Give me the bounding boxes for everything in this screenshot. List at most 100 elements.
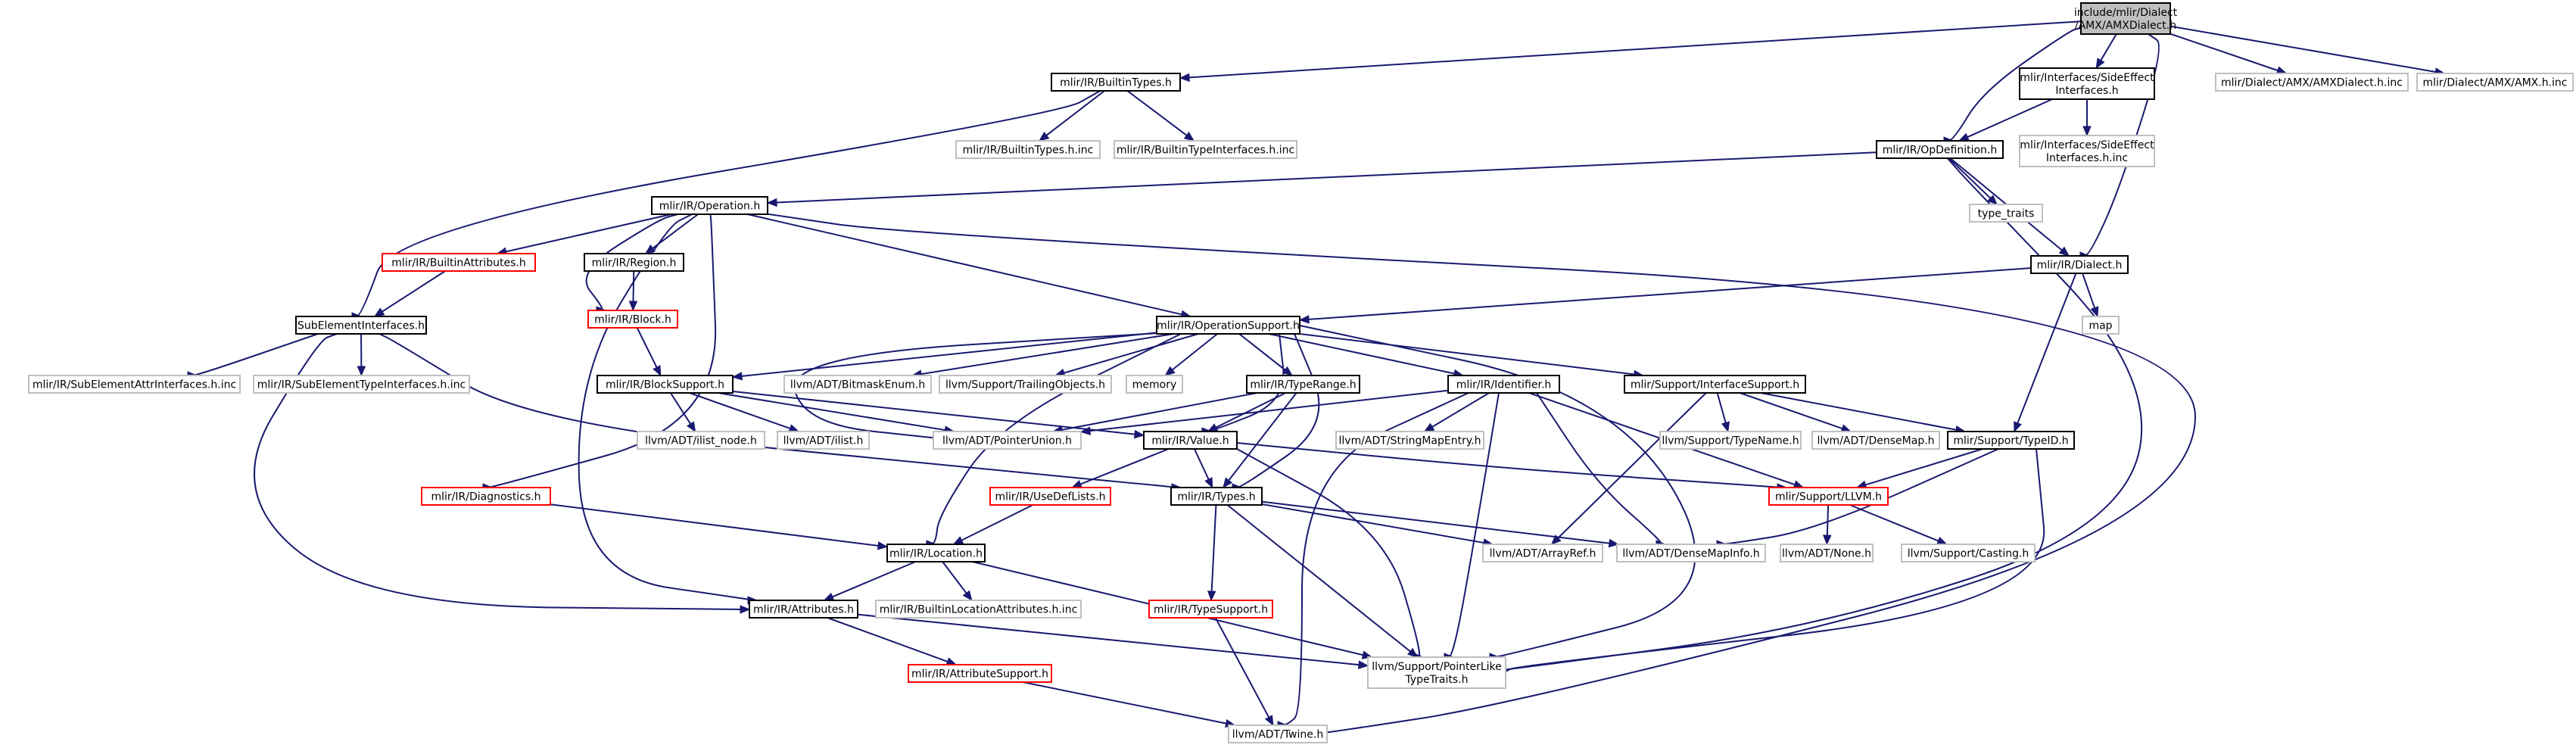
node-label: llvm/ADT/StringMapEntry.h	[1339, 435, 1481, 447]
edge-subelem-to-subtypeinc	[357, 333, 366, 377]
node-label: llvm/ADT/DenseMap.h	[1817, 435, 1934, 447]
node-memory: memory	[1126, 375, 1183, 394]
node-identifier[interactable]: mlir/IR/Identifier.h	[1447, 375, 1560, 394]
arrowhead-icon	[2095, 58, 2105, 70]
node-subelem[interactable]: SubElementInterfaces.h	[295, 316, 427, 335]
edge-root-to-amxdialectinc	[2170, 33, 2288, 75]
arrowhead-icon	[1550, 534, 1562, 545]
node-ilistnode: llvm/ADT/ilist_node.h	[637, 431, 765, 450]
arrowhead-icon	[1133, 429, 1145, 439]
node-box	[1148, 600, 1273, 619]
arrowhead-icon	[2090, 306, 2099, 318]
node-box	[1228, 725, 1328, 743]
edge-line	[961, 504, 1033, 541]
edge-line	[1210, 504, 1217, 592]
node-label: mlir/IR/Block.h	[594, 314, 671, 326]
node-operation[interactable]: mlir/IR/Operation.h	[651, 196, 768, 215]
edge-operation-to-opsupport	[747, 213, 1191, 319]
node-box	[1482, 544, 1603, 562]
node-builtinattrs[interactable]: mlir/IR/BuiltinAttributes.h	[382, 253, 536, 272]
edge-line	[857, 613, 1360, 666]
arrowhead-icon	[1179, 73, 1190, 83]
node-block[interactable]: mlir/IR/Block.h	[587, 310, 678, 329]
node-location[interactable]: mlir/IR/Location.h	[886, 544, 986, 562]
edge-line	[747, 213, 1182, 316]
node-label: mlir/Support/TypeID.h	[1953, 435, 2068, 447]
edge-line	[378, 333, 1178, 488]
node-box	[2416, 73, 2574, 92]
arrowhead-icon	[357, 366, 366, 377]
edge-line	[1717, 448, 1999, 545]
node-box	[2082, 316, 2120, 335]
node-typerange[interactable]: mlir/IR/TypeRange.h	[1246, 375, 1360, 394]
node-region[interactable]: mlir/IR/Region.h	[584, 253, 684, 272]
node-diagnostics[interactable]: mlir/IR/Diagnostics.h	[421, 487, 551, 506]
edge-line	[2170, 33, 2279, 72]
edge-line	[1126, 90, 1188, 136]
node-blocksupport[interactable]: mlir/IR/BlockSupport.h	[596, 375, 734, 394]
node-label: mlir/IR/BuiltinAttributes.h	[391, 257, 525, 270]
node-box	[1780, 544, 1874, 562]
node-box	[1876, 140, 2004, 159]
edge-line	[483, 213, 717, 488]
node-typeid[interactable]: mlir/Support/TypeID.h	[1947, 431, 2075, 450]
node-root[interactable]: include/mlir/Dialect/AMX/AMXDialect.h	[2074, 2, 2178, 35]
node-dialect[interactable]: mlir/IR/Dialect.h	[2030, 255, 2129, 274]
edge-line	[1261, 503, 1484, 544]
node-typesupport[interactable]: mlir/IR/TypeSupport.h	[1148, 600, 1273, 619]
edge-line	[352, 90, 1101, 317]
edge-line	[927, 333, 1182, 545]
node-ifsupport[interactable]: mlir/Support/InterfaceSupport.h	[1624, 375, 1806, 394]
node-value[interactable]: mlir/IR/Value.h	[1143, 431, 1238, 450]
node-ptrunion: llvm/ADT/PointerUnion.h	[933, 431, 1082, 450]
node-amxdialectinc: mlir/Dialect/AMX/AMXDialect.h.inc	[2215, 73, 2409, 92]
edge-line	[1022, 681, 1226, 725]
node-label: mlir/IR/BuiltinTypeInterfaces.h.inc	[1117, 145, 1294, 157]
arrowhead-icon	[1298, 315, 1310, 324]
node-densemapinfo: llvm/ADT/DenseMapInfo.h	[1616, 544, 1766, 562]
node-llvmh[interactable]: mlir/Support/LLVM.h	[1768, 487, 1889, 506]
node-label: Interfaces.h.inc	[2046, 152, 2128, 164]
edge-line	[793, 332, 1159, 440]
node-types[interactable]: mlir/IR/Types.h	[1170, 487, 1263, 506]
edge-line	[1226, 504, 1411, 653]
edge-line	[1236, 448, 1421, 658]
node-box	[886, 544, 986, 562]
node-builtintypes[interactable]: mlir/IR/BuiltinTypes.h	[1051, 73, 1181, 92]
edge-line	[652, 213, 699, 249]
edge-value-to-ptrlike	[1236, 448, 1425, 662]
edge-typeid-to-llvmh	[1855, 448, 1983, 489]
edge-line	[1172, 333, 1218, 371]
node-attributes[interactable]: mlir/IR/Attributes.h	[749, 600, 858, 619]
node-label: mlir/IR/SubElementAttrInterfaces.h.inc	[33, 379, 236, 391]
edge-value-to-types	[1193, 448, 1213, 489]
node-typetraits: type_traits	[1969, 204, 2043, 223]
edge-blocksupport-to-ptrunion	[718, 392, 955, 435]
node-label: mlir/IR/Dialect.h	[2037, 260, 2123, 272]
edge-opsupport-to-typerange	[1238, 333, 1293, 376]
edge-dialect-to-opsupport	[1298, 267, 2032, 324]
node-label: llvm/ADT/ArrayRef.h	[1490, 548, 1596, 560]
node-label: mlir/Interfaces/SideEffect	[2020, 72, 2154, 84]
node-opdef[interactable]: mlir/IR/OpDefinition.h	[1876, 140, 2004, 159]
node-label: llvm/Support/PointerLike	[1372, 661, 1502, 673]
node-attrsupport[interactable]: mlir/IR/AttributeSupport.h	[908, 664, 1052, 683]
node-box	[1114, 140, 1297, 159]
nodes-layer: include/mlir/Dialect/AMX/AMXDialect.h mli…	[28, 2, 2574, 743]
arrowhead-icon	[373, 307, 385, 317]
node-typename: llvm/Support/TypeName.h	[1659, 431, 1802, 450]
node-usedef[interactable]: mlir/IR/UseDefLists.h	[989, 487, 1111, 506]
node-label: mlir/IR/AttributeSupport.h	[911, 668, 1048, 681]
edge-line	[2082, 273, 2095, 309]
edge-operation-to-attributes	[578, 213, 758, 605]
edge-line	[1188, 20, 2082, 79]
edge-line	[382, 270, 446, 313]
node-opsupport[interactable]: mlir/IR/OperationSupport.h	[1156, 316, 1300, 335]
node-label: mlir/IR/Attributes.h	[753, 604, 854, 616]
node-label: /AMX/AMXDialect.h	[2075, 20, 2176, 32]
node-box	[253, 375, 470, 394]
arrowhead-icon	[1164, 366, 1176, 376]
edge-opdef-to-typetraits	[1948, 157, 1998, 205]
arrowhead-icon	[1958, 132, 1970, 142]
